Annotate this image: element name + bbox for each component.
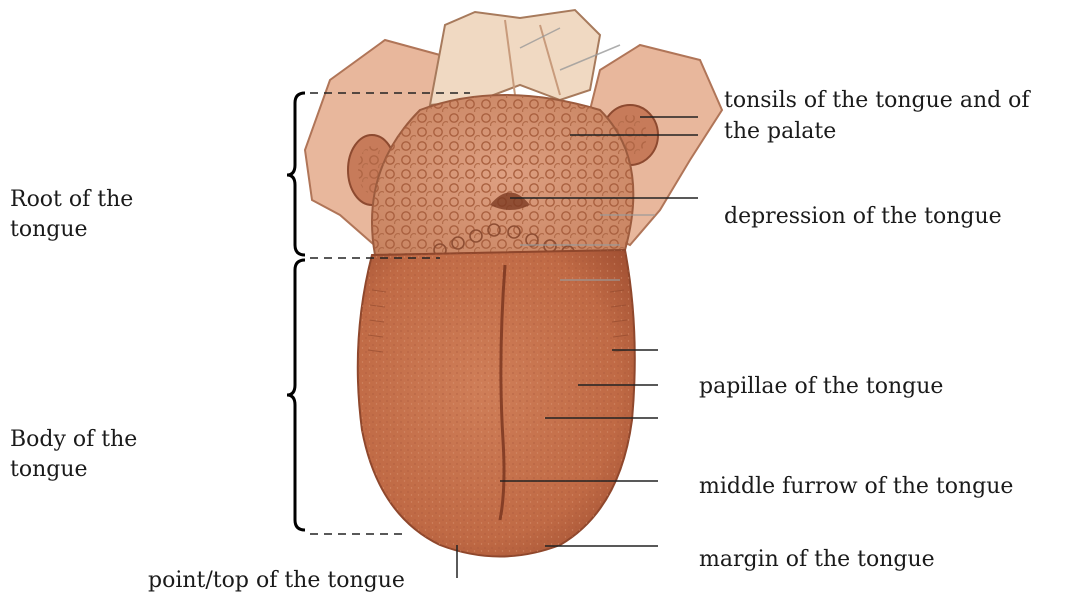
label-root-of-tongue: Root of the tongue [10, 185, 180, 245]
tongue-root [372, 95, 633, 258]
label-tonsils-line1: tonsils of the tongue and of [724, 86, 1030, 116]
label-middle-furrow: middle furrow of the tongue [699, 472, 1013, 502]
label-margin: margin of the tongue [699, 545, 935, 575]
label-depression: depression of the tongue [724, 202, 1002, 232]
tongue-body [358, 250, 635, 557]
label-tonsils-line2: the palate [724, 117, 836, 147]
label-point-of-tongue: point/top of the tongue [148, 566, 405, 596]
bracket-body [287, 260, 305, 530]
bracket-root [287, 93, 305, 255]
label-body-of-tongue: Body of the tongue [10, 425, 180, 485]
epiglottis [430, 10, 600, 105]
label-papillae: papillae of the tongue [699, 372, 943, 402]
